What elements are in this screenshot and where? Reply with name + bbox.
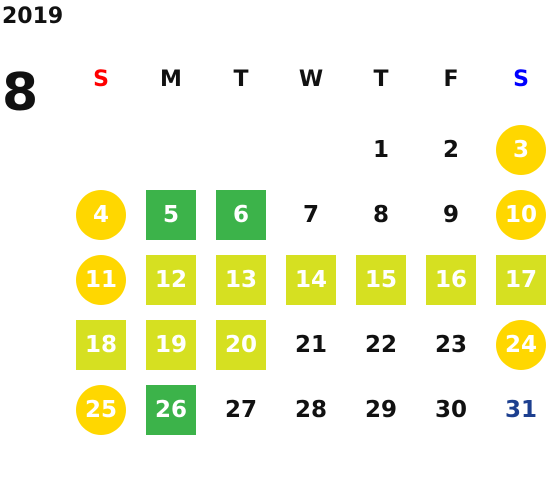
weekday-label: M	[160, 67, 182, 92]
calendar-day[interactable]: 3	[496, 125, 546, 175]
calendar-day[interactable]: 30	[434, 397, 467, 423]
calendar-day[interactable]: 17	[496, 255, 546, 305]
calendar-day[interactable]: 7	[302, 202, 319, 228]
weekday-label: W	[298, 67, 324, 92]
calendar-day[interactable]: 25	[76, 385, 126, 435]
calendar-day[interactable]: 20	[216, 320, 266, 370]
calendar-day[interactable]: 1	[372, 137, 389, 163]
calendar-day[interactable]: 29	[364, 397, 397, 423]
calendar-day[interactable]: 2	[442, 137, 459, 163]
weekday-label: S	[513, 67, 529, 92]
calendar-day[interactable]: 12	[146, 255, 196, 305]
calendar-day[interactable]: 5	[146, 190, 196, 240]
calendar-day[interactable]: 22	[364, 332, 397, 358]
calendar-day[interactable]: 13	[216, 255, 266, 305]
calendar-year: 2019	[2, 4, 64, 29]
calendar-day[interactable]: 10	[496, 190, 546, 240]
calendar-day[interactable]: 24	[496, 320, 546, 370]
calendar-day[interactable]: 19	[146, 320, 196, 370]
calendar-day[interactable]: 21	[294, 332, 327, 358]
weekday-label: F	[443, 67, 459, 92]
weekday-label: T	[233, 67, 249, 92]
calendar-day[interactable]: 8	[372, 202, 389, 228]
calendar-day[interactable]: 11	[76, 255, 126, 305]
calendar-day[interactable]: 31	[504, 397, 537, 423]
calendar-day[interactable]: 9	[442, 202, 459, 228]
calendar-day[interactable]: 23	[434, 332, 467, 358]
calendar-day[interactable]: 16	[426, 255, 476, 305]
calendar-day[interactable]: 27	[224, 397, 257, 423]
calendar-day[interactable]: 28	[294, 397, 327, 423]
calendar-day[interactable]: 26	[146, 385, 196, 435]
weekday-label: S	[93, 67, 109, 92]
calendar-month: 8	[2, 63, 39, 123]
calendar-day[interactable]: 18	[76, 320, 126, 370]
weekday-label: T	[373, 67, 389, 92]
calendar-day[interactable]: 14	[286, 255, 336, 305]
calendar-day[interactable]: 4	[76, 190, 126, 240]
calendar-day[interactable]: 6	[216, 190, 266, 240]
calendar-day[interactable]: 15	[356, 255, 406, 305]
